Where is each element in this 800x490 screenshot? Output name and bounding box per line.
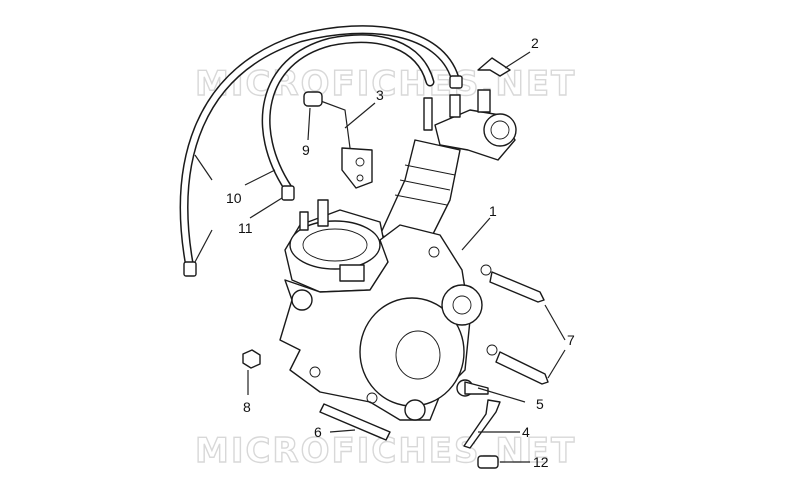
pedal-rubber-part-12 <box>477 455 499 469</box>
callout-8: 8 <box>243 399 251 415</box>
callout-12: 12 <box>533 454 549 470</box>
screws-part-7 <box>480 264 549 385</box>
hose-part-10 <box>179 25 460 273</box>
callout-11: 11 <box>238 220 253 236</box>
hose-clamps-part-11 <box>183 75 463 277</box>
callout-5: 5 <box>536 396 544 412</box>
callout-3: 3 <box>376 87 384 103</box>
crankcase-part-1 <box>279 224 471 421</box>
nut-part-8 <box>242 349 261 369</box>
cylinder-head <box>284 199 389 293</box>
clip-part-2 <box>477 57 511 77</box>
choke-cable-part-3 <box>317 99 373 189</box>
callout-7: 7 <box>567 332 575 348</box>
gear-lever-part-4 <box>463 399 501 449</box>
callout-1: 1 <box>489 203 497 219</box>
callout-10: 10 <box>226 190 242 206</box>
shaft-part-5 <box>456 379 489 397</box>
callout-2: 2 <box>531 35 539 51</box>
callout-6: 6 <box>314 424 322 440</box>
leader-lines <box>194 51 566 463</box>
callout-4: 4 <box>522 424 530 440</box>
watermark-top: MICROFICHES.NET <box>195 64 576 104</box>
callout-9: 9 <box>302 142 310 158</box>
sprocket <box>441 284 483 326</box>
knob-part-9 <box>303 91 323 107</box>
carburetor <box>423 89 517 161</box>
stud-bolt-part-6 <box>319 403 391 441</box>
